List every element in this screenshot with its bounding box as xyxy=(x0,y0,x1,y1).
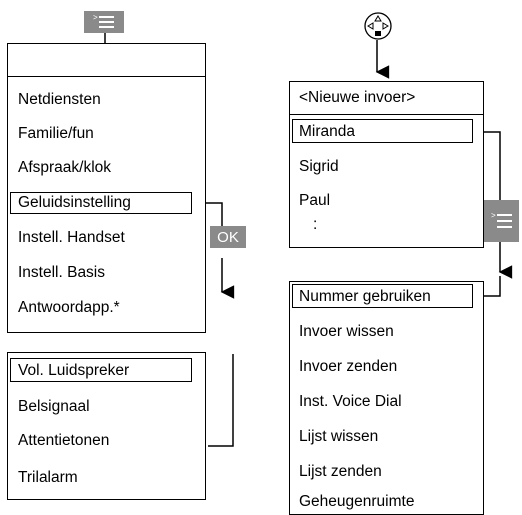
options-menu xyxy=(289,281,484,515)
option-item-geheugenruimte[interactable]: Geheugenruimte xyxy=(299,493,415,510)
submenu-item-attentietonen[interactable]: Attentietonen xyxy=(18,432,110,449)
submenu-item-belsignaal[interactable]: Belsignaal xyxy=(18,398,90,415)
menu-key-icon[interactable]: > xyxy=(84,11,124,33)
option-item-invoer-zenden[interactable]: Invoer zenden xyxy=(299,358,398,375)
submenu-item-trilalarm[interactable]: Trilalarm xyxy=(18,469,78,486)
menu-item-afspraak-klok[interactable]: Afspraak/klok xyxy=(18,159,112,176)
option-item-nummer-gebruiken[interactable]: Nummer gebruiken xyxy=(299,288,431,305)
sub-menu xyxy=(7,352,206,500)
phonebook-item-more: : xyxy=(313,216,318,233)
menu-item-instell-basis[interactable]: Instell. Basis xyxy=(18,264,106,281)
ok-key[interactable]: OK xyxy=(210,226,246,248)
menu-item-netdiensten[interactable]: Netdiensten xyxy=(18,91,101,108)
nav-key-icon[interactable] xyxy=(363,11,393,41)
left-menu-header xyxy=(8,76,205,77)
options-menu-highlight xyxy=(292,284,473,308)
phonebook-item-miranda[interactable]: Miranda xyxy=(299,123,355,140)
phonebook-highlight xyxy=(292,119,473,143)
option-item-lijst-wissen[interactable]: Lijst wissen xyxy=(299,428,379,445)
connector-submenu-return xyxy=(208,354,234,447)
menu-key-icon[interactable]: > xyxy=(483,200,519,242)
option-item-inst-voice-dial[interactable]: Inst. Voice Dial xyxy=(299,393,402,410)
menu-item-instell-handset[interactable]: Instell. Handset xyxy=(18,229,125,246)
sub-menu-highlight xyxy=(10,358,192,382)
phonebook-header-divider xyxy=(290,114,483,115)
phonebook-item-paul[interactable]: Paul xyxy=(299,192,331,209)
left-menu-highlight xyxy=(10,192,192,214)
left-menu xyxy=(7,43,206,333)
phonebook-list xyxy=(289,81,484,248)
option-item-lijst-zenden[interactable]: Lijst zenden xyxy=(299,463,382,480)
submenu-item-vol-luidspreker[interactable]: Vol. Luidspreker xyxy=(18,362,130,379)
menu-item-familie-fun[interactable]: Familie/fun xyxy=(18,125,94,142)
phonebook-item-sigrid[interactable]: Sigrid xyxy=(299,158,339,175)
phonebook-item-new-entry[interactable]: <Nieuwe invoer> xyxy=(299,89,416,106)
option-item-invoer-wissen[interactable]: Invoer wissen xyxy=(299,323,394,340)
svg-text:>: > xyxy=(93,13,98,22)
menu-item-antwoordapp[interactable]: Antwoordapp.* xyxy=(18,299,120,316)
menu-item-geluidsinstelling[interactable]: Geluidsinstelling xyxy=(18,194,131,211)
svg-text:>: > xyxy=(491,211,496,220)
